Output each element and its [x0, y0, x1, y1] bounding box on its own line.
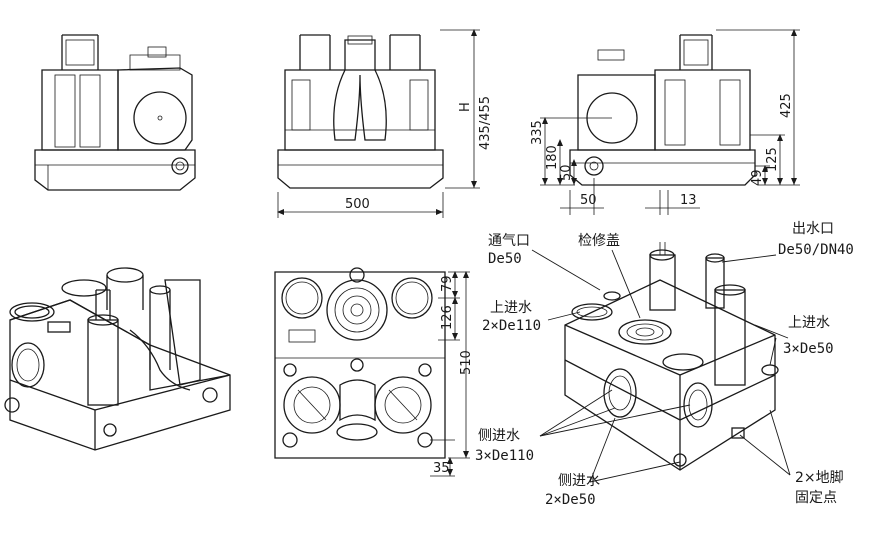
dim-height-label: H	[458, 102, 473, 112]
view-isometric-labeled	[531, 242, 791, 483]
label-side-inlet-large-size: 3×De110	[475, 448, 534, 464]
dim-side-49: 49	[750, 169, 765, 186]
label-foot-fix: 2×地脚	[795, 470, 844, 486]
label-outlet: 出水口	[792, 221, 834, 237]
label-side-inlet-small-size: 2×De50	[545, 492, 596, 508]
dim-plan-510: 510	[459, 350, 474, 375]
view-plan: 79 126 510 35	[274, 267, 474, 477]
label-inspection-cover: 检修盖	[578, 233, 620, 249]
dim-side-50-h: 50	[580, 193, 597, 208]
label-top-inlet-left-size: 2×De110	[482, 318, 541, 334]
label-side-inlet-large: 侧进水	[478, 428, 520, 444]
dim-side-335: 335	[530, 120, 545, 145]
label-top-inlet-right: 上进水	[788, 315, 830, 331]
dim-width-500: 500	[345, 197, 370, 212]
label-outlet-size: De50/DN40	[778, 242, 854, 258]
view-front: 500 H 435/455	[277, 29, 493, 218]
label-vent: 通气口	[488, 233, 530, 249]
dim-plan-126: 126	[440, 305, 455, 330]
view-front-left	[34, 34, 196, 191]
dim-height-value: 435/455	[478, 96, 493, 150]
dim-side-425: 425	[779, 93, 794, 118]
label-foot-fix-2: 固定点	[795, 490, 837, 506]
label-top-inlet-right-size: 3×De50	[783, 341, 834, 357]
dim-plan-79: 79	[440, 275, 455, 292]
dim-side-125: 125	[765, 147, 780, 172]
dim-side-180: 180	[545, 145, 560, 170]
label-top-inlet-left: 上进水	[490, 300, 532, 316]
label-side-inlet-small: 侧进水	[558, 473, 600, 489]
dim-side-13: 13	[680, 193, 697, 208]
view-isometric-left	[4, 267, 231, 451]
label-vent-size: De50	[488, 251, 522, 267]
view-side: 335 180 50 50 13 425 125 49	[530, 29, 800, 215]
dim-plan-35: 35	[433, 461, 450, 476]
dim-side-50-v: 50	[559, 164, 574, 181]
